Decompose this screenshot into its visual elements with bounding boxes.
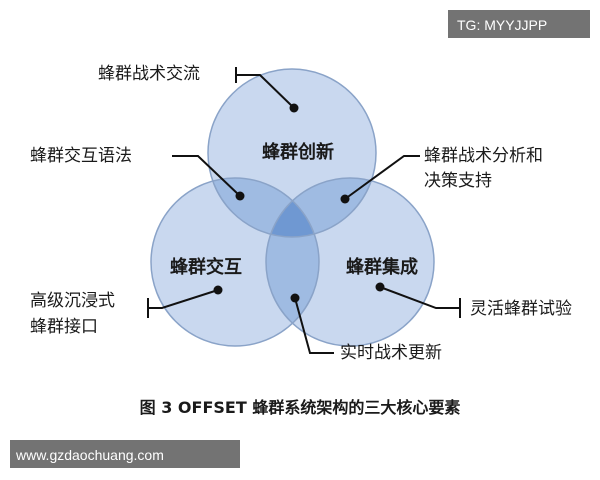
- circle-label-integration: 蜂群集成: [346, 256, 418, 278]
- connector-interaction-grammar: [172, 155, 241, 197]
- connector-realtime-update: [294, 297, 334, 354]
- callout-realtime-update: 实时战术更新: [340, 343, 442, 363]
- connector-dot: [289, 103, 299, 113]
- connector-dot: [213, 285, 223, 295]
- connector-dot: [375, 282, 385, 292]
- connector-immersive-path: [148, 289, 219, 309]
- figure-caption: 图 3 OFFSET 蜂群系统架构的三大核心要素: [140, 398, 461, 417]
- connector-dot: [235, 191, 245, 201]
- callout-analysis-line1: 蜂群战术分析和: [424, 146, 543, 166]
- callout-immersive-line2: 蜂群接口: [30, 317, 98, 337]
- callout-flexible-trials: 灵活蜂群试验: [470, 299, 572, 319]
- callout-analysis-line2: 决策支持: [424, 171, 492, 191]
- circle-label-innovation: 蜂群创新: [262, 141, 334, 163]
- connector-analysis: [344, 155, 420, 200]
- connector-tactics-exchange-path: [236, 74, 295, 109]
- watermark-top: TG: MYYJJPP: [457, 17, 547, 33]
- connector-dot: [290, 293, 300, 303]
- circle-label-interaction: 蜂群交互: [170, 256, 242, 278]
- connector-flexible-trials-path: [379, 286, 460, 309]
- callout-interaction-grammar: 蜂群交互语法: [30, 146, 132, 166]
- watermark-bottom: www.gzdaochuang.com: [15, 447, 164, 463]
- watermark-top-bg: [448, 10, 590, 38]
- watermark-bottom-bg: [10, 440, 240, 468]
- callout-immersive-line1: 高级沉浸式: [30, 291, 115, 311]
- callout-tactics-exchange: 蜂群战术交流: [98, 64, 200, 84]
- connector-dot: [340, 194, 350, 204]
